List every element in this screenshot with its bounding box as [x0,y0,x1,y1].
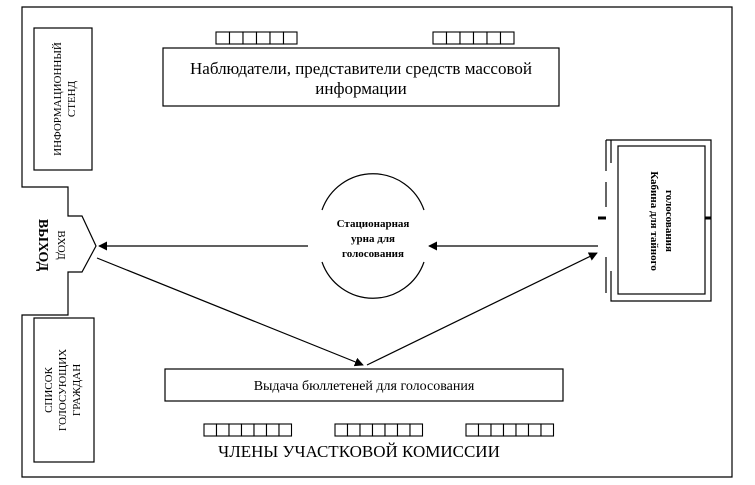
arrow-ballots-to-booth [366,252,598,366]
room-outline [21,6,733,478]
observer-seats-right [432,31,515,45]
ballot-urn-outline-top [321,173,425,211]
commission-seats-middle [334,423,424,437]
observers-label-line2: информации [315,79,406,98]
entrance-label: ВХОД [55,230,67,260]
voter-list-table [33,317,95,463]
commission-seats-right [465,423,555,437]
urn-label-line3: голосования [342,248,404,260]
info-stand [33,27,93,171]
booth-label-line1: Кабина для тайного [648,171,660,271]
exit-label: ВЫХОД [35,219,50,272]
info-stand-label-line1: ИНФОРМАЦИОННЫЙ [52,42,64,156]
ballot-urn-outline-bottom [321,261,425,299]
commission-label: ЧЛЕНЫ УЧАСТКОВОЙ КОМИССИИ [218,442,500,461]
urn-label-line1: Стационарная [337,218,410,230]
urn-label-line2: урна для [351,233,395,245]
voter-list-label-line3: ГРАЖДАН [71,364,83,416]
booth-label-line2: голосования [663,190,675,252]
voter-list-label-line2: ГОЛОСУЮЩИХ [57,349,69,431]
info-stand-label-line2: СТЕНД [66,80,78,117]
observer-seats-left [215,31,298,45]
observers-label-line1: Наблюдатели, представители средств массо… [190,59,532,78]
observers-area [162,47,560,107]
voting-booth [598,139,712,302]
arrow-entrance-to-ballots [96,257,364,367]
voter-list-label-line1: СПИСОК [43,366,55,413]
ballot-issue-table [164,368,564,402]
ballot-issue-label: Выдача бюллетеней для голосования [254,379,475,394]
commission-seats-left [203,423,293,437]
